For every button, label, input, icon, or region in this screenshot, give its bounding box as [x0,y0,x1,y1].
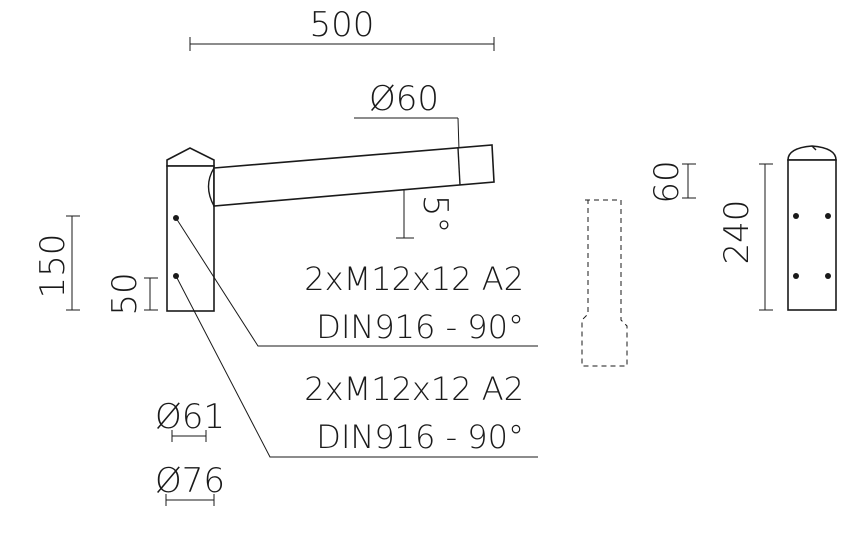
front-hole-br [825,273,831,279]
dim-angle: 5° [396,190,455,239]
dim-500-label: 500 [310,5,375,45]
dim-50-label: 50 [105,272,145,315]
bolt-note-top-line1: 2xM12x12 A2 [304,260,524,298]
side-view [166,144,495,312]
front-hole-tr [825,213,831,219]
dim-150: 150 [33,215,80,311]
bolt-leaders [175,217,538,458]
bolt-note-top: 2xM12x12 A2 DIN916 - 90° [304,260,524,346]
bolt-note-top-line2: DIN916 - 90° [316,308,524,346]
dim-tube-diameter-label: Ø60 [369,79,439,119]
dim-outer-diameter-label: Ø76 [155,461,225,501]
dim-60-label: 60 [647,160,687,203]
dim-60: 60 [647,160,696,204]
post-cap [166,147,215,167]
front-post-body [787,159,837,311]
dim-500: 500 [189,5,495,51]
dim-inner-diameter: Ø61 [155,397,225,442]
bolt-note-bottom: 2xM12x12 A2 DIN916 - 90° [304,370,524,456]
bolt-note-bottom-line2: DIN916 - 90° [316,418,524,456]
front-view [787,145,837,311]
dim-angle-label: 5° [415,195,455,234]
post-body [166,165,215,312]
dim-240-label: 240 [717,200,757,265]
dim-outer-diameter: Ø76 [155,461,225,506]
arm-tube [213,144,495,207]
front-hole-tl [793,213,799,219]
pole-outline-dashed [581,199,628,367]
dim-inner-diameter-label: Ø61 [155,397,225,437]
dim-150-label: 150 [33,234,73,299]
dim-50: 50 [105,272,158,316]
bolt-note-bottom-line1: 2xM12x12 A2 [304,370,524,408]
front-post-cap [787,145,837,161]
front-hole-bl [793,273,799,279]
dim-240: 240 [717,163,773,311]
